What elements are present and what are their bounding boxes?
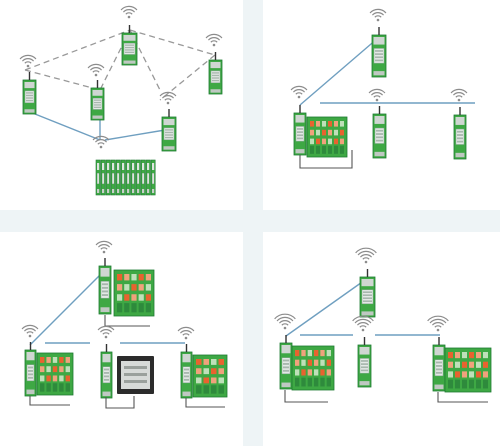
wireless-signal-icon [159, 91, 177, 105]
network-link [299, 37, 379, 106]
cable [299, 150, 353, 169]
wireless-signal-icon [87, 63, 105, 77]
network-link [29, 269, 106, 346]
wireless-link [159, 54, 216, 101]
io-station-right [192, 354, 228, 398]
io-module-mid [90, 80, 105, 121]
wireless-module-top [371, 27, 387, 78]
wireless-module-left [279, 335, 293, 390]
wireless-signal-icon [120, 5, 138, 19]
network-link [24, 109, 101, 141]
wireless-link [24, 29, 131, 71]
network-link [285, 279, 366, 337]
cable [437, 392, 488, 403]
io-module-left [22, 72, 37, 115]
cable [105, 396, 135, 409]
network-link [104, 129, 166, 141]
io-block-controller [95, 159, 156, 196]
wireless-signal-icon [368, 88, 386, 102]
wireless-signal-icon [205, 33, 223, 47]
wireless-signal-icon [450, 88, 468, 102]
wireless-signal-icon [427, 315, 449, 332]
wireless-module-right [180, 344, 193, 399]
wireless-module-left [24, 342, 37, 397]
io-module-right [453, 107, 467, 160]
io-station-right [444, 347, 492, 393]
wireless-signal-icon [274, 313, 296, 330]
wireless-signal-icon [369, 8, 387, 22]
wireless-module-center [100, 344, 113, 399]
wireless-module-head [293, 105, 307, 156]
wireless-link [24, 69, 101, 91]
wireless-signal-icon [95, 240, 113, 254]
panel-star-network-bottom-right [263, 232, 500, 446]
cable [185, 398, 225, 408]
cable [284, 390, 328, 403]
wireless-signal-icon [290, 85, 308, 99]
io-module-right [208, 52, 223, 95]
io-module-center [357, 337, 372, 388]
wireless-signal-icon [21, 324, 39, 338]
io-station-left [291, 345, 335, 391]
io-station-top [113, 269, 155, 317]
wireless-signal-icon [352, 315, 374, 332]
io-module-top [121, 25, 138, 66]
wireless-signal-icon [97, 325, 115, 339]
wireless-signal-icon [355, 247, 377, 264]
io-module-lower-right [161, 109, 177, 152]
hmi-panel [117, 356, 154, 394]
wireless-link [129, 29, 216, 56]
io-module-center [372, 106, 387, 159]
wireless-module-right [432, 337, 446, 392]
io-station [306, 116, 348, 158]
wireless-module-top [359, 269, 376, 318]
cable [104, 315, 150, 327]
cable [29, 396, 70, 406]
wireless-signal-icon [19, 54, 37, 68]
wireless-signal-icon [177, 326, 195, 340]
panel-star-network-bottom-left [0, 232, 243, 446]
wireless-module-top [98, 258, 112, 315]
io-station-left [36, 352, 74, 396]
wireless-signal-icon [92, 135, 110, 149]
